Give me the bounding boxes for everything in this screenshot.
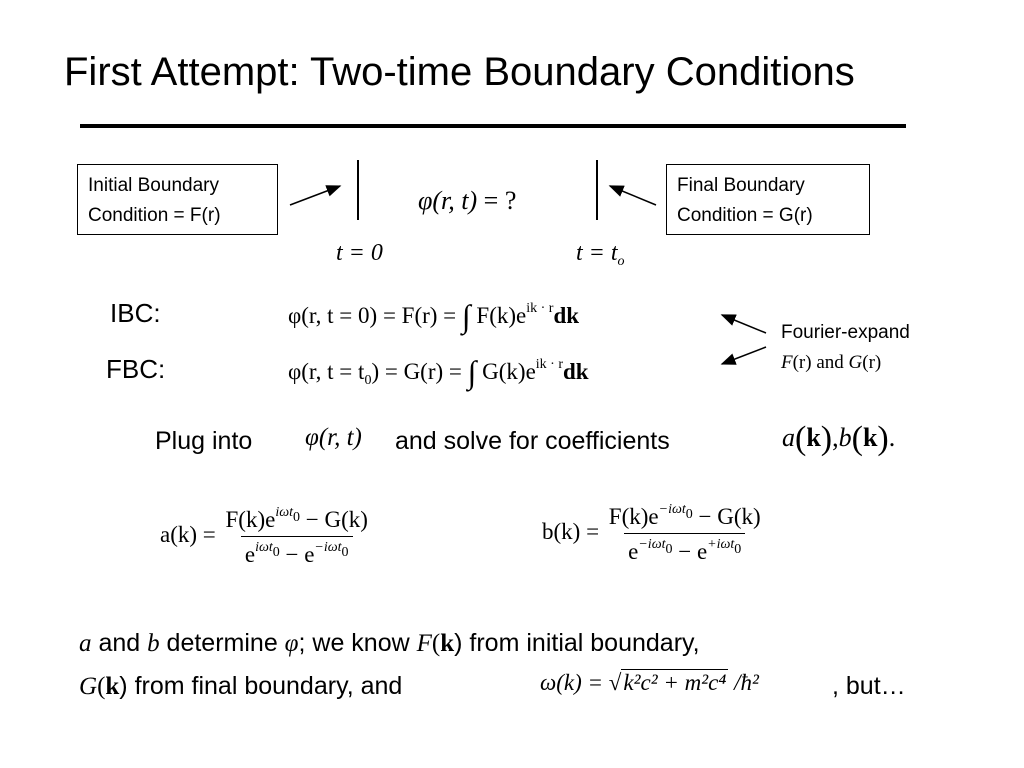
conclusion-line1: a and b determine φ; we know F(k) from i… (79, 629, 700, 657)
but-text: , but… (832, 672, 906, 700)
tf-boundary-bar (596, 160, 598, 220)
title-underline (80, 124, 906, 128)
initial-boundary-box: Initial Boundary Condition = F(r) (77, 164, 278, 235)
plug-into-text: Plug into (155, 427, 253, 455)
fourier-note-line1: Fourier-expand (781, 322, 910, 343)
fourier-note-line2: F(r) and G(r) (781, 352, 882, 373)
ibc-equation: φ(r, t = 0) = F(r) = ∫ F(k)eik · rdk (288, 298, 580, 334)
ibc-label: IBC: (110, 298, 161, 328)
initial-boundary-line1: Initial Boundary (88, 175, 219, 196)
final-arrow (608, 185, 657, 206)
phi-query: φ(r, t) = ? (418, 186, 517, 215)
solve-text: and solve for coefficients (395, 427, 670, 455)
fbc-label: FBC: (106, 354, 166, 384)
final-boundary-line1: Final Boundary (677, 175, 805, 196)
fourier-arrow-fbc (720, 346, 767, 365)
coefficients-ab: a(k),b(k). (782, 420, 896, 457)
tf-label: t = to (576, 240, 625, 269)
final-boundary-box: Final Boundary Condition = G(r) (666, 164, 870, 235)
slide-title: First Attempt: Two-time Boundary Conditi… (64, 50, 855, 94)
plug-phi: φ(r, t) (305, 424, 362, 451)
t0-boundary-bar (357, 160, 359, 220)
t0-label: t = 0 (336, 240, 383, 266)
initial-boundary-line2: Condition = F(r) (88, 205, 221, 226)
fourier-arrow-ibc (720, 314, 767, 334)
conclusion-line2: G(k) from final boundary, and (79, 672, 403, 700)
final-boundary-line2: Condition = G(r) (677, 205, 813, 226)
initial-arrow (289, 185, 342, 206)
omega-relation: ω(k) = √k²c² + m²c⁴ /ħ² (540, 669, 759, 695)
fbc-equation: φ(r, t = t0) = G(r) = ∫ G(k)eik · rdk (288, 354, 589, 390)
b-formula: b(k) = F(k)e−iωt0 − G(k) e−iωt0 − e+iωt0 (542, 502, 761, 564)
a-formula: a(k) = F(k)eiωt0 − G(k) eiωt0 − e−iωt0 (160, 505, 368, 567)
